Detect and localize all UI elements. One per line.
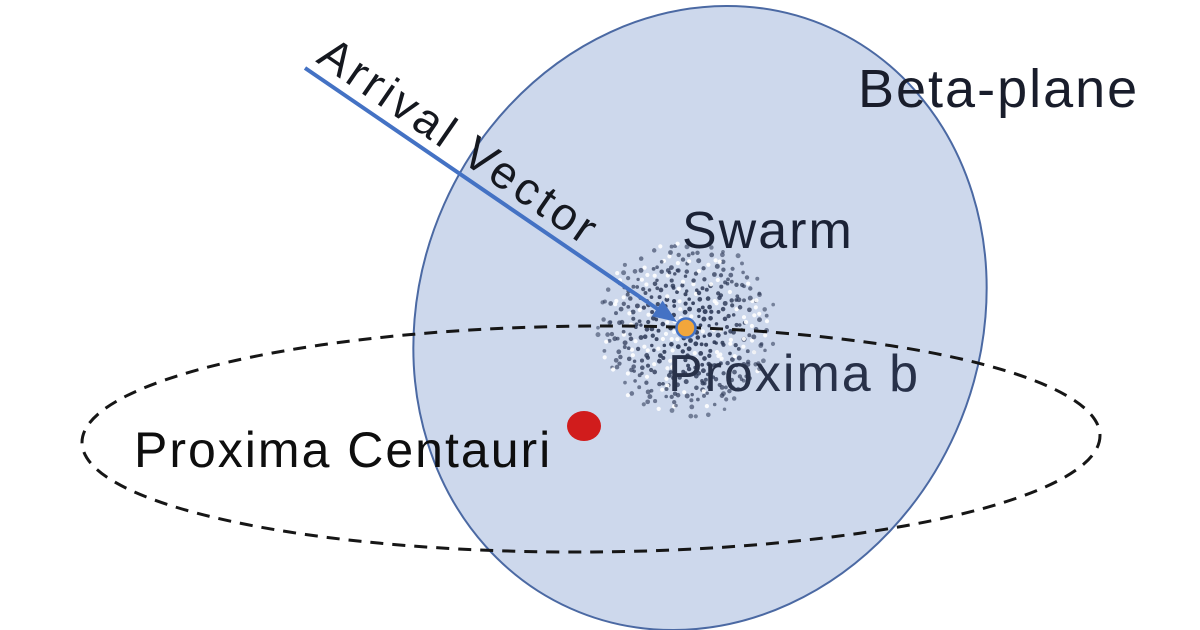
beta-plane-label: Beta-plane (858, 59, 1140, 119)
arrival-vector-line (303, 66, 661, 312)
proxima-b-label: Proxima b (668, 345, 921, 403)
swarm-label: Swarm (682, 202, 854, 260)
beta-plane-ellipse (412, 4, 988, 630)
orbit-ellipse (80, 324, 1102, 554)
arrival-vector-arrowhead-icon (651, 300, 677, 322)
proxima-b-dot (675, 317, 697, 339)
proxima-centauri-dot (567, 411, 601, 441)
proxima-centauri-label: Proxima Centauri (134, 422, 553, 478)
swarm-dots (595, 241, 776, 419)
